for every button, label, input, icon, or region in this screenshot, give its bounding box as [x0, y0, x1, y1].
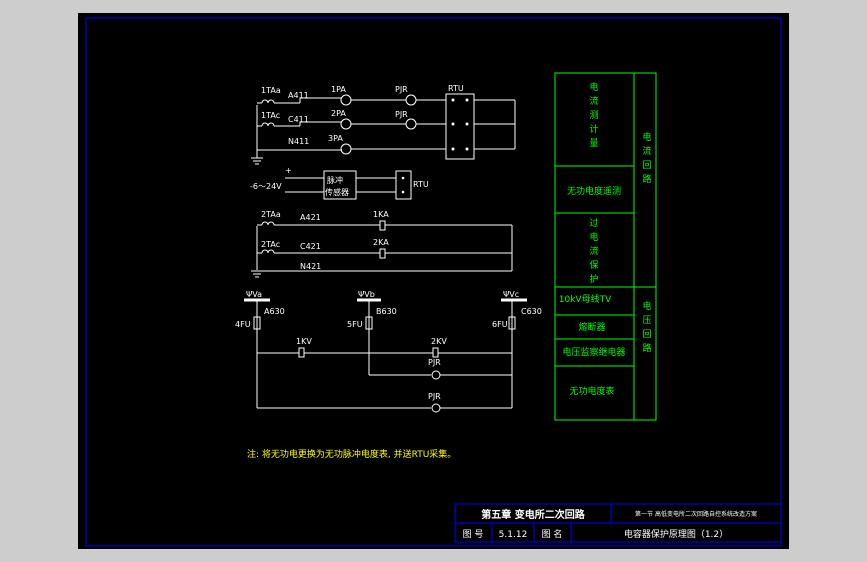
- ct1-wire-n: N411: [288, 137, 309, 146]
- bus-c-label: ΨVc: [503, 290, 519, 299]
- legend-row-4: 10kV母线TV: [559, 293, 612, 305]
- fig-no: 5.1.12: [499, 530, 528, 540]
- drawing-sheet: 1TAa 1TAc A411 C411 N411 1PA 2PA 3PA PJR…: [78, 13, 789, 549]
- legend-group-2-l4: 路: [642, 342, 651, 354]
- ct1-wire-a: A411: [288, 91, 309, 100]
- pjr-3-label: PJR: [428, 358, 441, 367]
- pulse-minus: _: [284, 183, 290, 192]
- legend-group-1-l1: 电: [642, 131, 651, 143]
- legend-row-7: 无功电度表: [569, 385, 614, 397]
- wire-a630: A630: [264, 307, 285, 316]
- ct2-circuit: [251, 220, 513, 278]
- legend-row-5: 熔断器: [578, 321, 605, 333]
- ct2-wire-a: A421: [300, 213, 321, 222]
- wire-c630: C630: [521, 307, 542, 316]
- legend-group-2-l1: 电: [642, 300, 651, 312]
- pulse-plus: +: [285, 166, 292, 175]
- legend-row-3-l3: 流: [589, 245, 598, 257]
- legend-group-1-l2: 流: [642, 145, 651, 157]
- ct1-tag-a: 1TAa: [261, 86, 281, 95]
- bus-b-label: ΨVb: [358, 290, 375, 299]
- legend-table: [554, 72, 657, 421]
- schematic-canvas: 1TAa 1TAc A411 C411 N411 1PA 2PA 3PA PJR…: [85, 17, 782, 547]
- bus-a-label: ΨVa: [246, 290, 262, 299]
- pulse-sensor-line2: 传感器: [325, 187, 349, 197]
- relay-2ka-label: 2KA: [373, 238, 389, 247]
- legend-row-3-l5: 护: [589, 273, 598, 285]
- relay-2kv-label: 2KV: [431, 337, 447, 346]
- ct2-wire-n: N421: [300, 262, 321, 271]
- pjr-2-label: PJR: [395, 110, 408, 119]
- title-block: [454, 503, 782, 543]
- fuse-4fu-label: 4FU: [235, 320, 251, 329]
- pulse-sensor-line1: 脉冲: [327, 175, 343, 185]
- ct2-tag-c: 2TAc: [261, 240, 280, 249]
- meter-2pa-label: 2PA: [331, 109, 346, 118]
- relay-1ka-label: 1KA: [373, 210, 389, 219]
- legend-row-2: 无功电度遥测: [567, 185, 621, 197]
- legend-group-1-l4: 路: [642, 173, 651, 185]
- meter-1pa-label: 1PA: [331, 85, 346, 94]
- fuse-6fu-label: 6FU: [492, 320, 508, 329]
- pulse-circuit: [285, 170, 412, 200]
- legend-row-1-l4: 计: [589, 123, 598, 135]
- section-title: 第一节 高低变电所二次回路自控系统改造方案: [635, 510, 757, 518]
- drawing-frame: [85, 17, 782, 547]
- ct1-wire-c: C411: [288, 115, 309, 124]
- note-text: 注: 将无功电更换为无功脉冲电度表, 并送RTU采集。: [247, 448, 456, 460]
- fig-name: 电容器保护原理图（1.2）: [624, 528, 728, 540]
- fig-name-label: 图 名: [542, 528, 563, 540]
- rtu-1-label: RTU: [448, 84, 464, 93]
- ct2-wire-c: C421: [300, 242, 321, 251]
- chapter-title: 第五章 变电所二次回路: [481, 508, 585, 521]
- legend-row-3-l4: 保: [589, 259, 598, 271]
- legend-group-2-l2: 压: [642, 315, 651, 326]
- pjr-1-label: PJR: [395, 85, 408, 94]
- fuse-5fu-label: 5FU: [347, 320, 363, 329]
- ct2-tag-a: 2TAa: [261, 210, 281, 219]
- meter-3pa-label: 3PA: [328, 134, 343, 143]
- relay-1kv-label: 1KV: [296, 337, 312, 346]
- legend-row-6: 电压监察继电器: [562, 346, 625, 358]
- ct1-circuit: [251, 93, 516, 165]
- legend-group-1-l3: 回: [642, 160, 651, 171]
- legend-row-1-l1: 电: [589, 81, 598, 93]
- ct1-tag-c: 1TAc: [261, 111, 280, 120]
- wire-b630: B630: [376, 307, 397, 316]
- legend-group-2-l3: 回: [642, 329, 651, 340]
- pjr-4-label: PJR: [428, 392, 441, 401]
- legend-row-3-l2: 电: [589, 231, 598, 243]
- legend-row-1-l3: 测: [589, 110, 598, 121]
- rtu-2-label: RTU: [413, 180, 429, 189]
- voltage-circuit: [244, 298, 527, 413]
- legend-row-1-l5: 量: [589, 138, 598, 149]
- fig-no-label: 图 号: [463, 529, 484, 540]
- legend-row-1-l2: 流: [589, 95, 598, 107]
- pulse-voltage: -6～24V: [250, 182, 282, 191]
- legend-row-3-l1: 过: [589, 217, 598, 229]
